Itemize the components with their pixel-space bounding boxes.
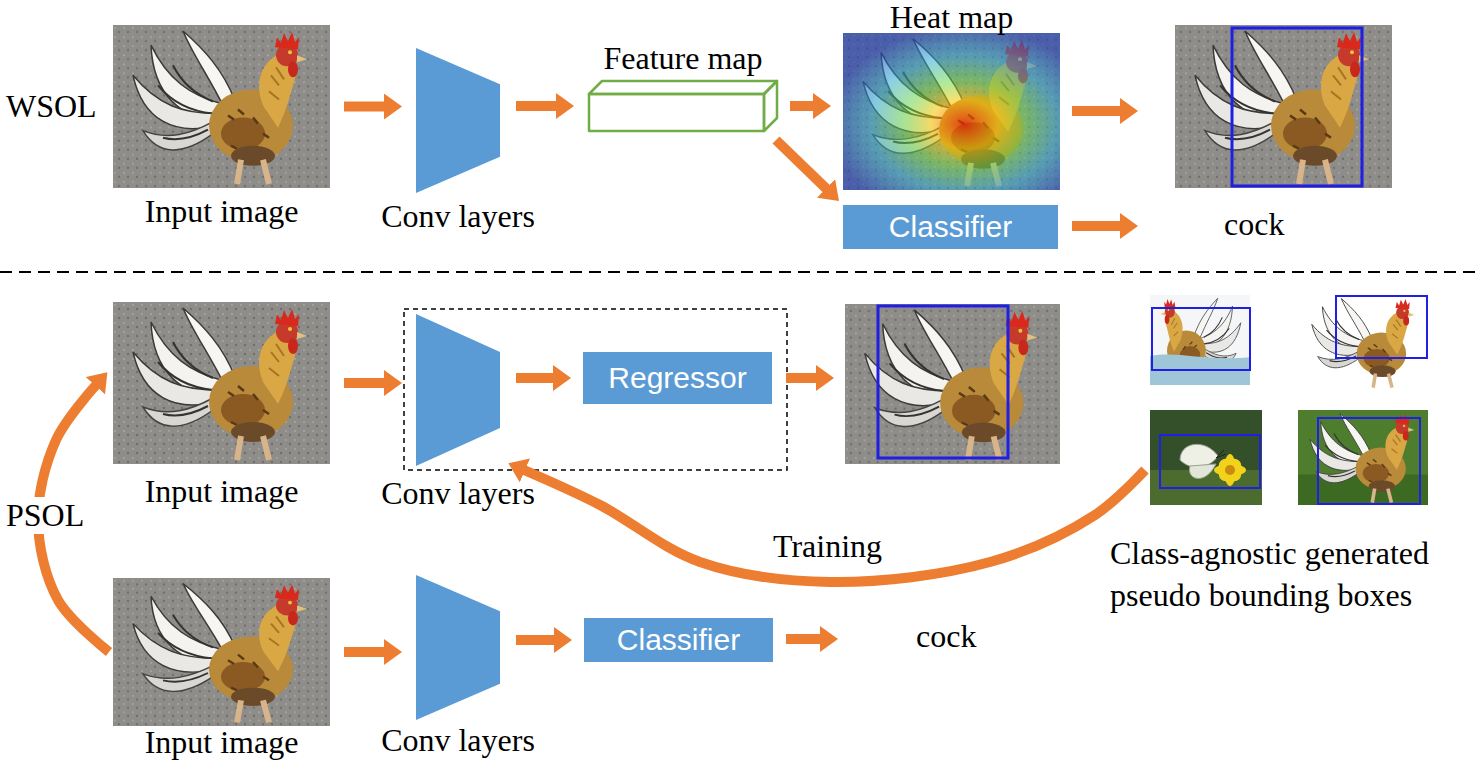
flow-arrow	[516, 101, 557, 111]
rooster-photo	[113, 578, 330, 726]
conv-trapezoid-fill	[416, 314, 500, 466]
flow-arrow	[516, 373, 554, 383]
art-rect	[113, 578, 330, 726]
flow-arrow	[516, 635, 555, 645]
node-caption: Conv layers	[381, 199, 535, 234]
art-use	[1312, 299, 1415, 388]
node-caption: Feature map	[603, 41, 762, 76]
conv-trapezoid-fill	[416, 48, 500, 193]
classifier-box: Classifier	[843, 205, 1058, 249]
node-caption: Heat map	[890, 1, 1014, 33]
rooster-photo	[113, 25, 330, 188]
art-rect	[1300, 295, 1428, 390]
class-output: cock	[914, 618, 978, 655]
conv-trapezoid	[416, 314, 500, 466]
cuboid-face	[589, 94, 764, 131]
conv-layers: Conv layers	[416, 575, 500, 720]
input-image: Input image	[113, 25, 330, 188]
node-caption: Input image	[145, 474, 299, 509]
section-label: PSOL	[4, 497, 86, 534]
flow-arrow	[790, 101, 814, 111]
art-rect	[843, 33, 1060, 190]
conv-layers: Conv layers	[416, 48, 500, 193]
box-label: Regressor	[608, 360, 746, 396]
art-rect	[1150, 295, 1250, 385]
cuboid-face	[764, 81, 777, 131]
flow-arrow	[344, 378, 385, 388]
bounding-box	[878, 306, 1008, 458]
pseudo-sample	[1150, 295, 1250, 385]
conv-layers: Conv layers	[416, 314, 500, 466]
art-rect	[845, 304, 1060, 464]
flow-arrow	[1072, 221, 1121, 231]
heat-map-photo	[843, 33, 1060, 190]
flow-arrow	[1072, 106, 1121, 116]
art-use	[1310, 414, 1414, 503]
bounding-box	[1152, 308, 1250, 370]
flow-arrow	[786, 373, 817, 383]
box-label: Classifier	[617, 622, 740, 658]
flow-arrow	[524, 470, 1145, 582]
art-rect	[1150, 410, 1262, 505]
input-image: Input image	[113, 302, 330, 464]
feature-map: Feature map	[588, 80, 778, 132]
art-g	[1214, 454, 1246, 486]
art-use	[1195, 31, 1369, 184]
conv-trapezoid-fill	[416, 575, 500, 720]
node-caption: Input image	[145, 194, 299, 229]
class-output: cock	[1222, 206, 1286, 243]
heat-map: Heat map	[843, 33, 1060, 190]
cuboid-face	[589, 81, 777, 94]
flow-arrow	[786, 634, 821, 644]
flow-arrow	[344, 102, 385, 112]
art-circle	[1225, 465, 1235, 475]
art-use	[133, 308, 307, 460]
box-label: Classifier	[889, 209, 1012, 245]
feature-cuboid	[588, 80, 778, 132]
classifier-box: Classifier	[584, 618, 773, 662]
art-ellipse	[1214, 454, 1245, 485]
conv-trapezoid	[416, 48, 500, 193]
art-rect	[1175, 25, 1392, 188]
pseudo-sample	[1300, 295, 1428, 390]
input-image: Input image	[113, 578, 330, 726]
node-caption: Class-agnostic generated pseudo bounding…	[1110, 533, 1478, 616]
node-caption: Conv layers	[381, 476, 535, 511]
node-caption: Input image	[145, 726, 299, 758]
localized-photo	[1175, 25, 1392, 188]
rooster-photo	[113, 302, 330, 464]
bounding-box	[1232, 28, 1362, 186]
art-path	[1216, 450, 1226, 458]
localized-photo	[845, 304, 1060, 464]
bounding-box	[1336, 296, 1427, 358]
bounding-box	[1160, 435, 1260, 488]
flow-arrow	[776, 140, 827, 189]
art-ellipse	[1224, 454, 1236, 486]
pseudo-sample	[1150, 410, 1262, 505]
art-use	[865, 310, 1037, 460]
section-label: WSOL	[4, 88, 99, 125]
art-rect	[843, 33, 1060, 190]
art-rect	[1298, 410, 1428, 505]
pseudo-sample	[1298, 410, 1428, 505]
art-rect	[113, 302, 330, 464]
edge-label: Training	[770, 528, 885, 565]
art-use	[133, 31, 307, 184]
flow-arrow	[344, 647, 385, 657]
art-ellipse	[1214, 454, 1245, 485]
conv-trapezoid	[416, 575, 500, 720]
art-ellipse	[1214, 464, 1246, 476]
node-caption: Conv layers	[381, 724, 535, 756]
pseudo-box-group: Class-agnostic generated pseudo bounding…	[1150, 295, 1428, 505]
model-bracket	[404, 309, 787, 470]
bounding-box	[1318, 418, 1420, 504]
art-rect	[113, 25, 330, 188]
art-path	[1189, 464, 1216, 479]
regressor-box: Regressor	[583, 352, 772, 404]
section-divider	[0, 271, 1478, 273]
art-use	[133, 583, 307, 722]
